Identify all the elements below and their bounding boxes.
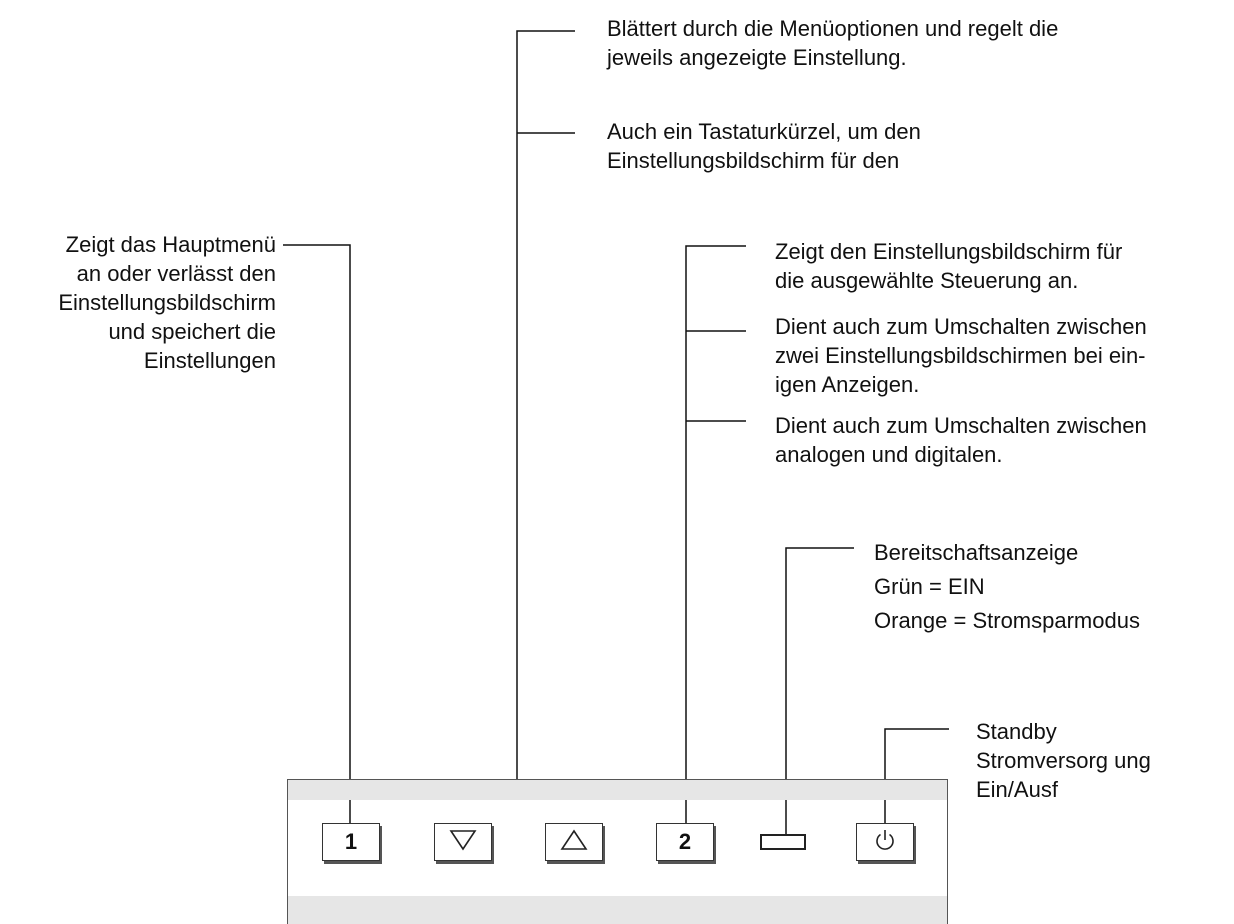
power-button[interactable] <box>856 823 914 861</box>
standby-indicator-led <box>760 834 806 850</box>
callout-line: Einstellungen <box>143 348 276 373</box>
callout-line: Bereitschaftsanzeige <box>874 540 1079 565</box>
callout-button2-display: Zeigt den Einstellungsbildschirm für die… <box>775 237 1122 295</box>
callout-menu-button: Zeigt das Hauptmenü an oder verlässt den… <box>58 230 276 375</box>
button-2-label: 2 <box>678 829 692 854</box>
triangle-down-icon <box>449 829 477 856</box>
triangle-up-icon <box>560 829 588 856</box>
callout-line: Zeigt das Hauptmenü <box>65 232 276 257</box>
callout-line: Dient auch zum Umschalten zwischen <box>775 314 1147 339</box>
control-panel <box>287 779 948 924</box>
callout-line: Blättert durch die Menüoptionen und rege… <box>607 16 1059 41</box>
button-2[interactable]: 2 <box>656 823 714 861</box>
leader-standby-led <box>785 547 854 834</box>
callout-line: und speichert die <box>108 319 276 344</box>
callout-line: jeweils angezeigte Einstellung. <box>607 45 907 70</box>
menu-button-1[interactable]: 1 <box>322 823 380 861</box>
panel-top-band <box>287 779 948 800</box>
callout-line: Zeigt den Einstellungsbildschirm für <box>775 239 1123 264</box>
callout-line: Dient auch zum Umschalten zwischen <box>775 413 1147 438</box>
panel-bottom-band <box>287 896 948 924</box>
callout-button2-toggle-input: Dient auch zum Umschalten zwischen analo… <box>775 411 1147 469</box>
callout-standby-led: Bereitschaftsanzeige Grün = EIN Orange =… <box>874 536 1140 638</box>
callout-line: Grün = EIN <box>874 574 985 599</box>
leader-menu-button <box>283 244 351 823</box>
up-button[interactable] <box>545 823 603 861</box>
callout-button2-toggle-screens: Dient auch zum Umschalten zwischen zwei … <box>775 312 1147 399</box>
callout-arrow-shortcut: Auch ein Tastaturkürzel, um den Einstell… <box>607 117 921 175</box>
callout-line: Standby <box>976 719 1057 744</box>
button-1-label: 1 <box>344 829 358 854</box>
callout-line: Einstellungsbildschirm <box>58 290 276 315</box>
leader-arrows-bracket <box>460 30 575 800</box>
callout-line: analogen und digitalen. <box>775 442 1003 467</box>
power-icon <box>872 827 898 858</box>
callout-line: die ausgewählte Steuerung an. <box>775 268 1079 293</box>
callout-line: zwei Einstellungsbildschirmen bei ein- <box>775 343 1146 368</box>
callout-line: Stromversorg ung <box>976 748 1151 773</box>
callout-line: Ein/Ausf <box>976 777 1058 802</box>
callout-power-button: Standby Stromversorg ung Ein/Ausf <box>976 717 1151 804</box>
callout-arrow-scroll: Blättert durch die Menüoptionen und rege… <box>607 14 1058 72</box>
callout-line: igen Anzeigen. <box>775 372 920 397</box>
callout-line: Einstellungsbildschirm für den <box>607 148 900 173</box>
callout-line: an oder verlässt den <box>76 261 276 286</box>
callout-line: Auch ein Tastaturkürzel, um den <box>607 119 921 144</box>
leader-button2 <box>685 245 746 823</box>
callout-line: Orange = Stromsparmodus <box>874 608 1140 633</box>
down-button[interactable] <box>434 823 492 861</box>
